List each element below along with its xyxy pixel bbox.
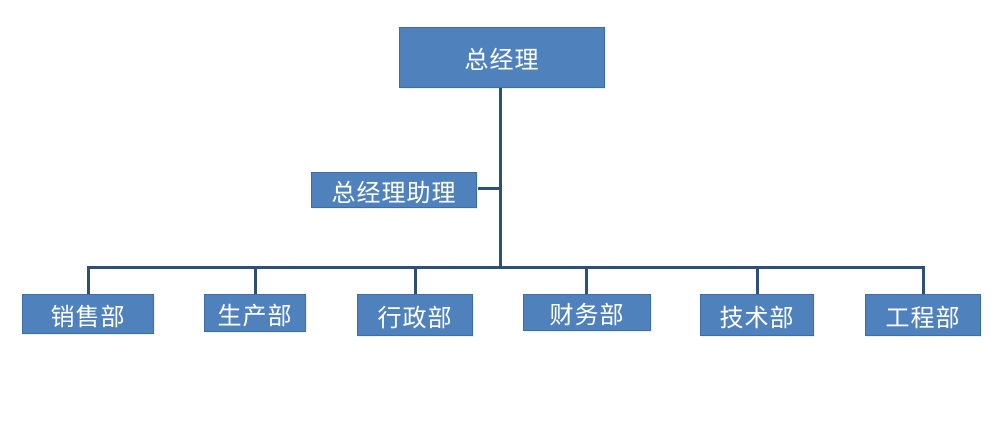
department-node-engineering: 工程部 xyxy=(865,294,981,336)
assistant-node: 总经理助理 xyxy=(311,172,477,208)
department-node-finance: 财务部 xyxy=(523,294,651,331)
assistant-connector xyxy=(478,187,500,190)
department-node-technology: 技术部 xyxy=(700,294,814,336)
root-node-general-manager: 总经理 xyxy=(399,27,605,88)
department-node-administration: 行政部 xyxy=(357,294,473,336)
root-vertical-connector xyxy=(499,88,502,269)
department-node-production: 生产部 xyxy=(204,294,306,332)
department-drop-connector xyxy=(414,268,417,294)
department-drop-connector xyxy=(585,268,588,294)
department-drop-connector xyxy=(254,268,257,294)
department-drop-connector xyxy=(922,268,925,294)
department-drop-connector xyxy=(87,268,90,294)
department-drop-connector xyxy=(756,268,759,294)
department-horizontal-connector xyxy=(87,266,925,269)
department-node-sales: 销售部 xyxy=(22,294,154,334)
